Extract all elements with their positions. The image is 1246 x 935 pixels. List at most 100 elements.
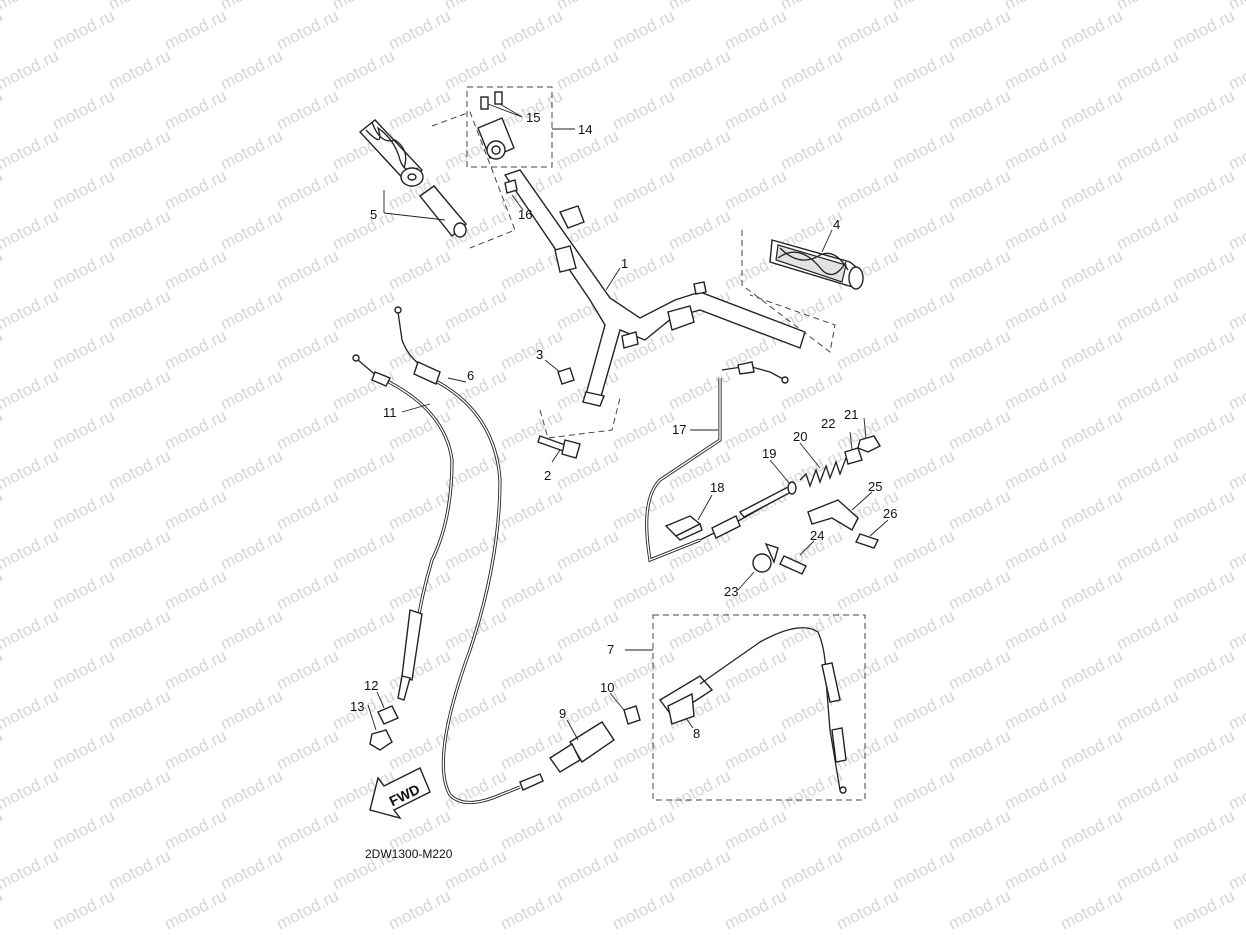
watermark-text: motod.ru <box>1169 486 1237 533</box>
watermark-text: motod.ru <box>0 46 62 93</box>
watermark-text: motod.ru <box>777 846 845 893</box>
watermark-text: motod.ru <box>105 686 173 733</box>
watermark-text: motod.ru <box>329 286 397 333</box>
watermark-text: motod.ru <box>553 526 621 573</box>
bolt-dash <box>539 397 621 439</box>
watermark-text: motod.ru <box>441 526 509 573</box>
watermark-text: motod.ru <box>273 166 341 213</box>
watermark-text: motod.ru <box>1001 846 1069 893</box>
watermark-text: motod.ru <box>889 446 957 493</box>
watermark-text: motod.ru <box>273 86 341 133</box>
watermark-text: motod.ru <box>665 366 733 413</box>
watermark-text: motod.ru <box>0 126 62 173</box>
callout-14: 14 <box>578 122 592 137</box>
watermark-text: motod.ru <box>1057 166 1125 213</box>
watermark-text: motod.ru <box>945 86 1013 133</box>
watermark-text: motod.ru <box>889 686 957 733</box>
watermark-text: motod.ru <box>0 526 62 573</box>
watermark-text: motod.ru <box>105 126 173 173</box>
callout-11: 11 <box>383 405 397 420</box>
watermark-text: motod.ru <box>0 286 62 333</box>
watermark-text: motod.ru <box>889 46 957 93</box>
watermark-text: motod.ru <box>1169 246 1237 293</box>
watermark-text: motod.ru <box>1001 46 1069 93</box>
callout-21: 21 <box>844 407 858 422</box>
watermark-text: motod.ru <box>945 486 1013 533</box>
watermark-text: motod.ru <box>217 766 285 813</box>
watermark-text: motod.ru <box>1113 526 1181 573</box>
watermark-text: motod.ru <box>1113 0 1181 14</box>
watermark-text: motod.ru <box>217 366 285 413</box>
watermark-text: motod.ru <box>777 46 845 93</box>
watermark-text: motod.ru <box>833 806 901 853</box>
watermark-text: motod.ru <box>609 6 677 53</box>
watermark-text: motod.ru <box>721 726 789 773</box>
watermark-text: motod.ru <box>609 566 677 613</box>
watermark-text: motod.ru <box>329 46 397 93</box>
watermark-text: motod.ru <box>385 246 453 293</box>
watermark-text: motod.ru <box>721 806 789 853</box>
watermark-text: motod.ru <box>1113 446 1181 493</box>
callout-3: 3 <box>536 347 543 362</box>
bolt-24 <box>779 555 807 575</box>
watermark-text: motod.ru <box>1113 846 1181 893</box>
watermark-text: motod.ru <box>161 646 229 693</box>
watermark-text: motod.ru <box>553 46 621 93</box>
watermark-text: motod.ru <box>0 606 62 653</box>
watermark-text: motod.ru <box>105 526 173 573</box>
bracket-18 <box>664 515 703 541</box>
watermark-text: motod.ru <box>497 646 565 693</box>
watermark-text: motod.ru <box>777 0 845 14</box>
watermark-text: motod.ru <box>497 326 565 373</box>
watermark-text: motod.ru <box>1169 646 1237 693</box>
watermark-text: motod.ru <box>105 446 173 493</box>
watermark-text: motod.ru <box>609 86 677 133</box>
watermark-text: motod.ru <box>385 886 453 933</box>
watermark-text: motod.ru <box>329 446 397 493</box>
nut-22 <box>844 447 863 465</box>
watermark-text: motod.ru <box>161 726 229 773</box>
watermark-text: motod.ru <box>0 686 62 733</box>
watermark-text: motod.ru <box>105 366 173 413</box>
watermark-text: motod.ru <box>833 6 901 53</box>
watermark-text: motod.ru <box>441 286 509 333</box>
bolt-26 <box>855 533 879 549</box>
watermark-text: motod.ru <box>833 326 901 373</box>
watermark-text: motod.ru <box>161 326 229 373</box>
watermark-text: motod.ru <box>945 566 1013 613</box>
watermark-text: motod.ru <box>1169 406 1237 453</box>
watermark-text: motod.ru <box>1057 886 1125 933</box>
leader-lines <box>367 103 889 741</box>
watermark-text: motod.ru <box>1113 286 1181 333</box>
callout-13: 13 <box>350 699 364 714</box>
watermark-text: motod.ru <box>161 86 229 133</box>
watermark-text: motod.ru <box>105 766 173 813</box>
watermark-text: motod.ru <box>609 886 677 933</box>
left-grip <box>358 119 467 238</box>
callout-12: 12 <box>364 678 378 693</box>
watermark-text: motod.ru <box>833 566 901 613</box>
callout-17: 17 <box>672 422 686 437</box>
callout-23: 23 <box>724 584 738 599</box>
watermark-text: motod.ru <box>273 886 341 933</box>
throttle-housing-box <box>466 86 553 168</box>
watermark-text: motod.ru <box>1001 0 1069 14</box>
watermark-text: motod.ru <box>1057 726 1125 773</box>
nut-13 <box>369 729 393 751</box>
watermark-text: motod.ru <box>945 326 1013 373</box>
callout-15: 15 <box>526 110 540 125</box>
watermark-text: motod.ru <box>721 406 789 453</box>
watermark-text: motod.ru <box>49 886 117 933</box>
watermark-text: motod.ru <box>1113 366 1181 413</box>
watermark-text: motod.ru <box>329 526 397 573</box>
watermark-text: motod.ru <box>105 46 173 93</box>
watermark-text: motod.ru <box>217 846 285 893</box>
watermark-text: motod.ru <box>945 406 1013 453</box>
watermark-text: motod.ru <box>889 526 957 573</box>
watermark-text: motod.ru <box>329 0 397 14</box>
watermark-text: motod.ru <box>49 6 117 53</box>
watermark-text: motod.ru <box>441 46 509 93</box>
watermark-text: motod.ru <box>889 846 957 893</box>
callout-9: 9 <box>559 706 566 721</box>
watermark-text: motod.ru <box>105 606 173 653</box>
